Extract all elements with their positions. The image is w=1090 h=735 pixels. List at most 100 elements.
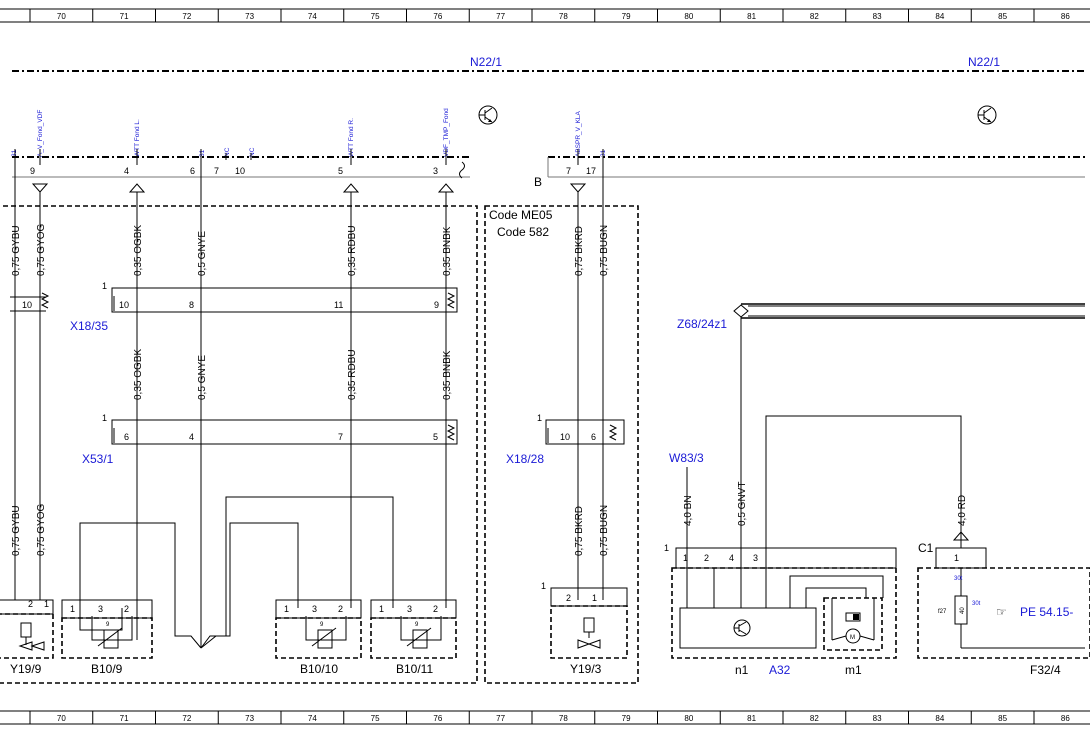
ruler-bottom — [0, 710, 1090, 725]
x18-28-label: X18/28 — [506, 452, 544, 466]
ruler-top — [0, 8, 1090, 23]
vertical-wires — [14, 160, 604, 648]
ruler-top-column-72: 72 — [182, 12, 191, 21]
wire-bkrd-upper: 0,75 BKRD — [574, 226, 585, 276]
pin-17: 17 — [586, 166, 596, 176]
ruler-bottom-column-76: 76 — [433, 714, 442, 723]
signal-wtt-fond-l: WTT Fond L. — [134, 119, 141, 157]
z68-label: Z68/24z1 — [677, 317, 727, 331]
y199-pin-1: 1 — [44, 599, 49, 609]
ruler-bottom-column-71: 71 — [120, 714, 129, 723]
wire-bnbk-mid: 0,35 BNBK — [442, 350, 453, 400]
y193-pin-1: 1 — [592, 593, 597, 603]
x1835-pin-8: 8 — [189, 300, 194, 310]
ruler-bottom-column-70: 70 — [57, 714, 66, 723]
motor-icon: M — [850, 635, 855, 641]
ruler-top-column-82: 82 — [810, 12, 819, 21]
x531-pin-4: 4 — [189, 432, 194, 442]
signal-abspr-v-kla: ABSPR_V_KLA — [575, 110, 582, 157]
x531-pin-5: 5 — [433, 432, 438, 442]
a32-wiring: W83/3 4,0 BN 0,5 GNVT 4,0 RD — [669, 415, 970, 568]
z68-bus: Z68/24z1 — [677, 303, 1085, 568]
ruler-top-column-77: 77 — [496, 12, 505, 21]
y193-pin-2: 2 — [566, 593, 571, 603]
wire-gybu-upper: 0,75 GYBU — [11, 225, 22, 276]
wire-bugn-lower: 0,75 BUGN — [599, 505, 610, 556]
ruler-top-column-80: 80 — [684, 12, 693, 21]
upper-wire-labels: 0,75 GYBU 0,75 GYOG 0,35 OGBK 0,5 GNYE 0… — [11, 224, 610, 276]
b1011-pin-2: 2 — [433, 604, 438, 614]
ruler-bottom-column-82: 82 — [810, 714, 819, 723]
wire-gyog-upper: 0,75 GYOG — [36, 224, 47, 276]
x531-pin-7: 7 — [338, 432, 343, 442]
a32-pin-one: 1 — [664, 543, 669, 553]
y199-pin-2: 2 — [28, 599, 33, 609]
b109-pin-3: 3 — [98, 604, 103, 614]
x531-pin-one: 1 — [102, 413, 107, 423]
f32-4-component: C1 1 30t 30t f27 40 ☞ PE 54.15- F32/4 — [917, 541, 1090, 677]
signal-31-b: 31 — [199, 149, 206, 157]
y193-pin-one: 1 — [541, 581, 546, 591]
ruler-top-column-85: 85 — [998, 12, 1007, 21]
x531-pin-6: 6 — [124, 432, 129, 442]
b1011-pin-1: 1 — [379, 604, 384, 614]
x1828-pin-one: 1 — [537, 413, 542, 423]
n22-connector-strip — [12, 156, 1085, 179]
ruler-top-column-79: 79 — [622, 12, 631, 21]
ruler-top-column-81: 81 — [747, 12, 756, 21]
x53-1-connector: 1 6 4 7 5 X53/1 — [82, 413, 458, 466]
signal-nc-b: NC — [249, 147, 256, 157]
wire-gybu-lower: 0,75 GYBU — [11, 505, 22, 556]
ruler-top-column-78: 78 — [559, 12, 568, 21]
ruler-bottom-column-83: 83 — [873, 714, 882, 723]
b10-9-component: 1 3 2 9 B10/9 — [61, 599, 153, 676]
x1828-pin-10: 10 — [560, 432, 570, 442]
n22-left-label: N22/1 — [470, 55, 502, 69]
b1010-pin-9: 9 — [320, 622, 324, 628]
transistor-icon — [733, 619, 751, 637]
ruler-top-column-73: 73 — [245, 12, 254, 21]
ruler-bottom-column-79: 79 — [622, 714, 631, 723]
code-582-label: Code 582 — [497, 225, 549, 239]
code-me05-label: Code ME05 — [489, 208, 553, 222]
signal-labels: 31 A_V_Fond_VDF WTT Fond L. 31 NC NC WTT… — [11, 108, 607, 157]
wire-gnye-mid: 0,5 GNYE — [197, 355, 208, 400]
transistor-icon — [977, 105, 997, 125]
pe-reference-link[interactable]: PE 54.15- — [1020, 605, 1073, 619]
n22-right-label: N22/1 — [968, 55, 1000, 69]
c1-label: C1 — [918, 541, 934, 555]
pin-3: 3 — [433, 166, 438, 176]
n1-label: n1 — [735, 663, 749, 677]
a32-pin-4: 4 — [729, 553, 734, 563]
code-me05-box — [484, 205, 639, 684]
wire-bnbk-upper: 0,35 BNBK — [442, 226, 453, 276]
hand-pointer-icon[interactable]: ☞ — [996, 605, 1007, 619]
f27-label: f27 — [938, 609, 947, 615]
ruler-bottom-column-72: 72 — [182, 714, 191, 723]
ruler-top-column-86: 86 — [1061, 12, 1070, 21]
ruler-bottom-column-86: 86 — [1061, 714, 1070, 723]
wire-gnvt: 0,5 GNVT — [737, 482, 748, 526]
w83-label: W83/3 — [669, 451, 704, 465]
wire-gnye-upper: 0,5 GNYE — [197, 231, 208, 276]
x1835-pin-10: 10 — [22, 300, 32, 310]
up-arrow-icon — [128, 183, 455, 193]
wire-rdbu-upper: 0,35 RDBU — [347, 225, 358, 276]
ruler-bottom-column-74: 74 — [308, 714, 317, 723]
ruler-bottom-column-84: 84 — [935, 714, 944, 723]
b10-10-label: B10/10 — [300, 662, 338, 676]
mid-wire-labels: 0,35 OGBK 0,5 GNYE 0,35 RDBU 0,35 BNBK — [133, 349, 453, 400]
a32-pin-1: 1 — [683, 553, 688, 563]
wire-rdbu-mid: 0,35 RDBU — [347, 349, 358, 400]
ruler-bottom-column-77: 77 — [496, 714, 505, 723]
y19-9-component: 2 1 Y19/9 — [0, 599, 54, 676]
pin-7b: 7 — [566, 166, 571, 176]
relay-icon — [853, 614, 859, 620]
ruler-bottom-column-80: 80 — [684, 714, 693, 723]
f-pin-one: 1 — [954, 553, 959, 563]
wire-bkrd-lower: 0,75 BKRD — [574, 506, 585, 556]
x1828-pin-6: 6 — [591, 432, 596, 442]
b10-11-component: 1 3 2 9 B10/11 — [370, 599, 457, 676]
ruler-bottom-column-78: 78 — [559, 714, 568, 723]
